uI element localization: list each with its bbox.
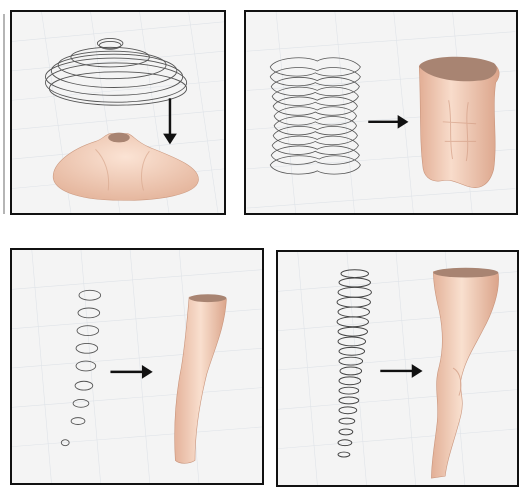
arm-cap <box>189 294 226 302</box>
arrow-right-icon <box>380 364 422 378</box>
background-grid <box>12 250 262 483</box>
arm-scene <box>12 250 262 483</box>
panel-torso-reconstruction <box>244 10 518 215</box>
breast-mesh <box>53 133 198 201</box>
arrow-right-icon <box>368 115 408 129</box>
panel-leg-reconstruction <box>276 250 519 487</box>
arrow-right-icon <box>110 365 152 379</box>
torso-scene <box>246 12 516 213</box>
arm-mesh <box>175 294 227 463</box>
side-divider-line <box>3 14 5 214</box>
leg-scene <box>278 252 517 485</box>
panel-breast-reconstruction <box>10 10 226 215</box>
contour-rings <box>61 290 100 445</box>
nipple-cap <box>108 133 130 143</box>
panel-arm-reconstruction <box>10 248 264 485</box>
contour-rings <box>337 270 371 457</box>
contour-rings <box>270 58 360 174</box>
leg-mesh <box>431 268 498 478</box>
arrow-down-icon <box>163 98 177 144</box>
breast-scene <box>12 12 224 213</box>
leg-cap <box>433 268 498 278</box>
torso-mesh <box>419 57 499 188</box>
